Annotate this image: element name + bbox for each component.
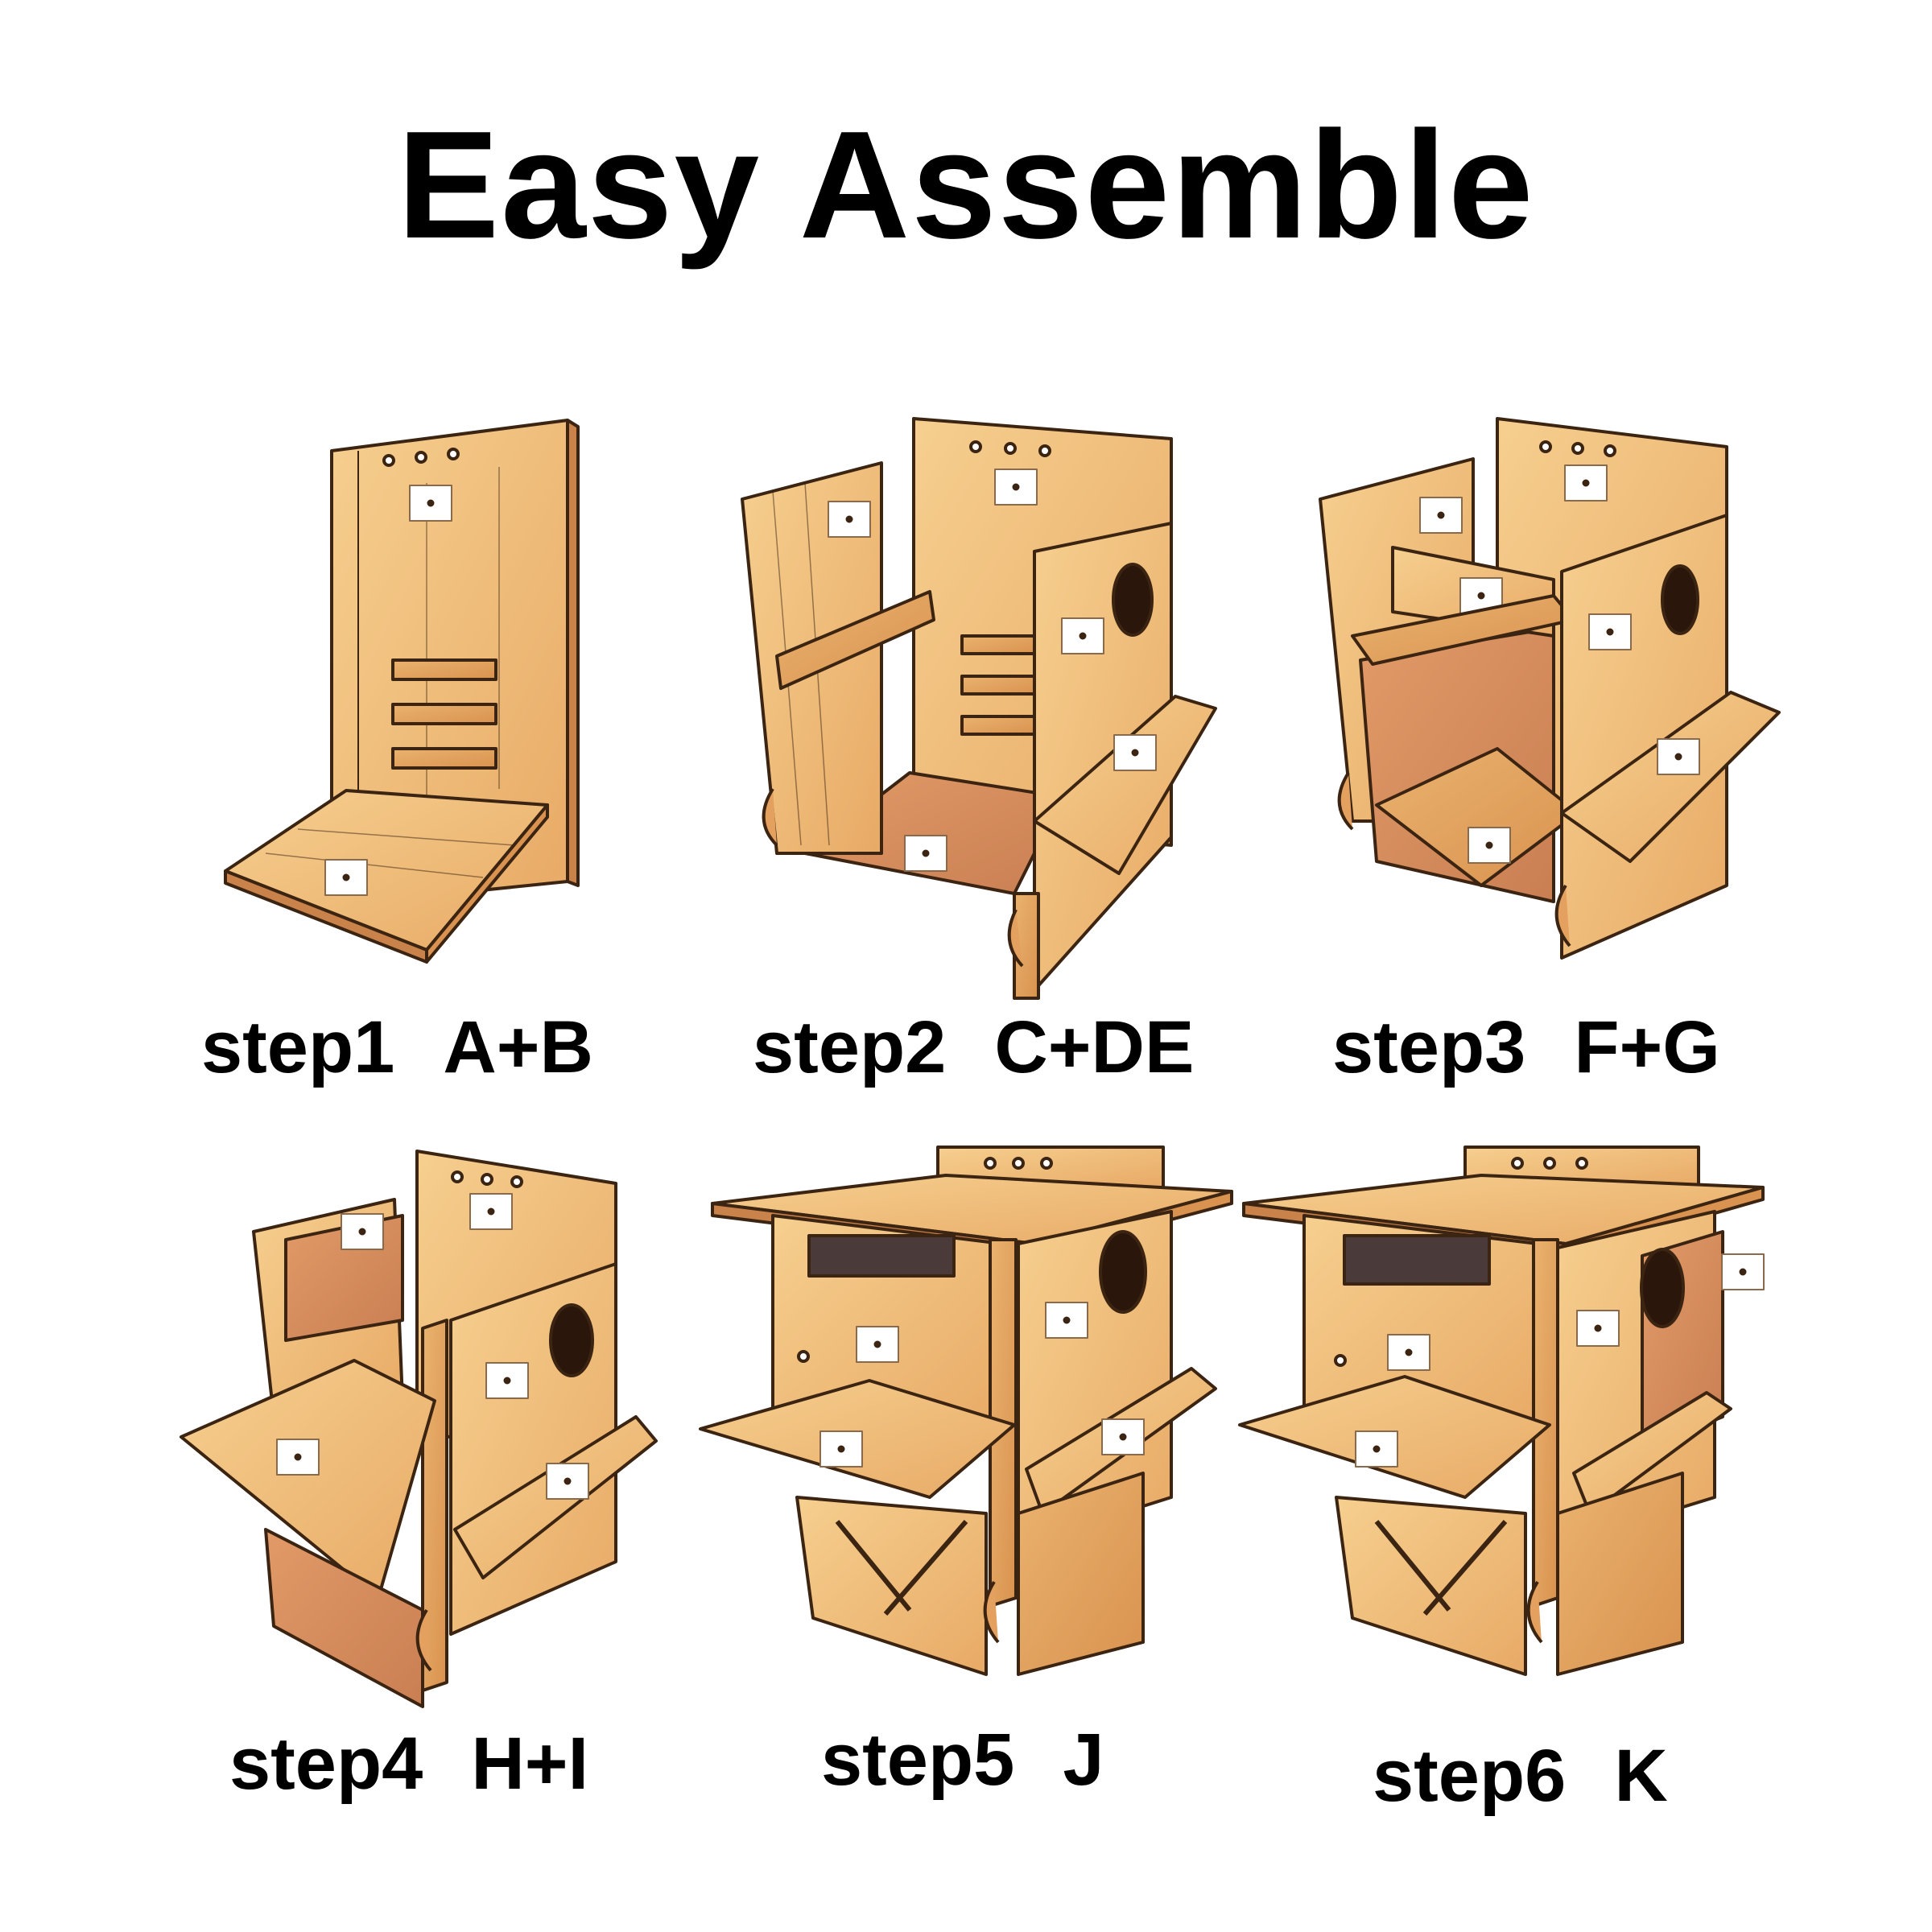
page-title: Easy Assemble [397, 100, 1535, 270]
step-name: step4 [229, 1723, 423, 1805]
step-name: step1 [201, 1006, 395, 1088]
step-name: step6 [1373, 1735, 1567, 1817]
step2-illustration [741, 417, 1217, 1000]
step6-illustration [1238, 1146, 1765, 1676]
step-parts: A+B [443, 1006, 593, 1088]
step-name: step5 [821, 1719, 1015, 1801]
step-name: step3 [1332, 1006, 1526, 1088]
step4-illustration [180, 1150, 658, 1708]
step-parts: F+G [1574, 1006, 1720, 1088]
step1-illustration [224, 419, 580, 964]
step-parts: C+DE [994, 1006, 1195, 1088]
step-parts: K [1614, 1735, 1668, 1817]
step-parts: H+I [471, 1723, 589, 1805]
step5-illustration [699, 1146, 1233, 1676]
step3-illustration [1319, 417, 1781, 960]
step-parts: J [1063, 1719, 1104, 1801]
step-name: step2 [753, 1006, 947, 1088]
